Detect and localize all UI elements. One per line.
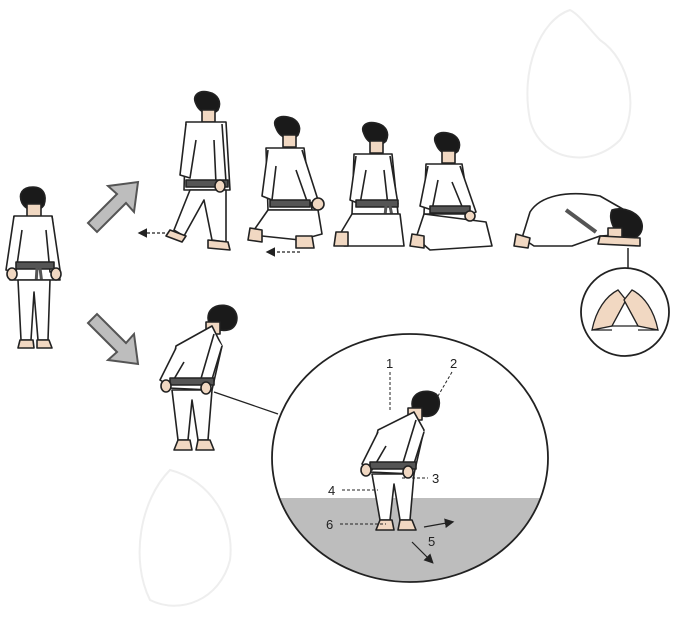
hands-triangle-icon xyxy=(581,268,669,356)
callout-label-4: 4 xyxy=(328,483,335,498)
figure-kneel-both-knees xyxy=(334,123,404,246)
callout-label-3: 3 xyxy=(432,471,439,486)
callout-label-1: 1 xyxy=(386,356,393,371)
callout-connector xyxy=(214,392,278,414)
arrow-down-right-icon xyxy=(88,314,138,364)
figure-standing-bow xyxy=(160,305,237,450)
callout-label-6: 6 xyxy=(326,517,333,532)
figure-standing-step xyxy=(166,92,230,250)
callout-detail-circle: 1 2 3 4 5 6 xyxy=(270,334,550,588)
callout-label-5: 5 xyxy=(428,534,435,549)
figure-seated-seiza xyxy=(410,133,492,250)
figure-kneeling-bow xyxy=(514,194,642,248)
callout-label-2: 2 xyxy=(450,356,457,371)
figure-standing-upright xyxy=(6,187,61,348)
figure-kneel-one-knee xyxy=(248,117,324,248)
arrow-up-right-icon xyxy=(88,182,138,232)
